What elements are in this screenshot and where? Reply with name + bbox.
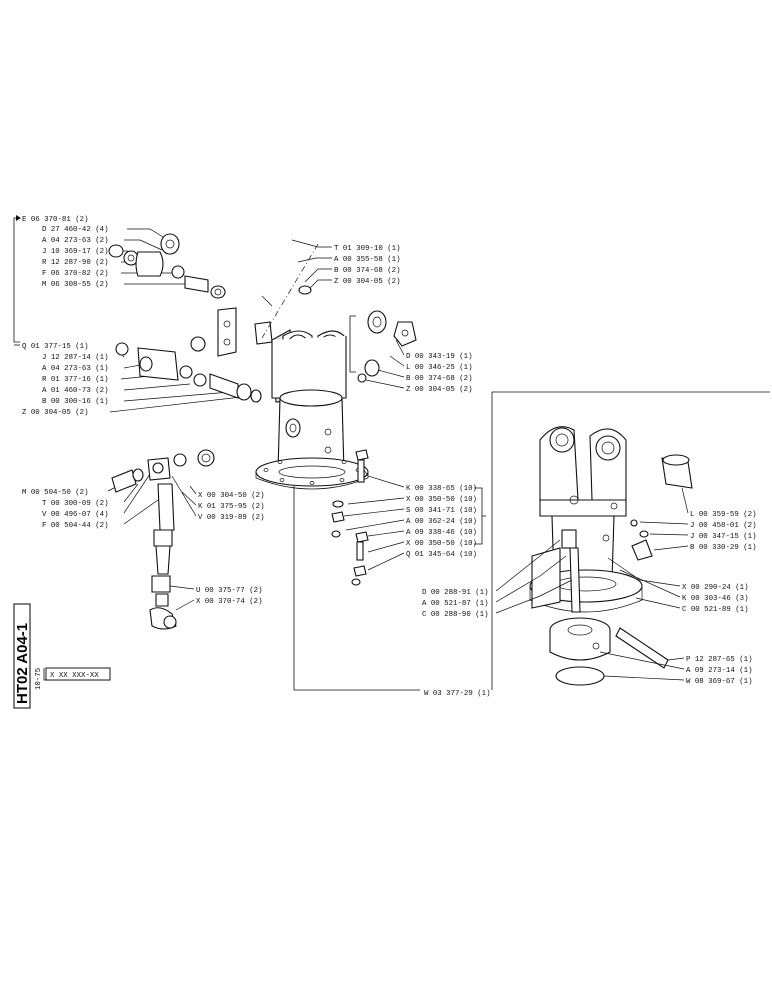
drawing-date: 10-75 (35, 668, 43, 690)
title-stamp: HT02 A04-1 10-75 X XX XXX-XX (13, 603, 111, 709)
callout-m-00-504-50: M 00 504-50 (2) (22, 489, 89, 497)
drawing-code: HT02 A04-1 (14, 623, 31, 704)
callout-k-01-375-95: K 01 375-95 (2) (198, 503, 265, 511)
callout-b-00-374-68-b: B 00 374-68 (2) (406, 375, 473, 383)
callout-j-00-458-01: J 00 458-01 (2) (690, 522, 757, 530)
leader-lines-box-bottom (599, 651, 685, 681)
callout-k-00-303-46: K 00 303-46 (3) (682, 595, 749, 603)
callout-r-01-377-16: R 01 377-16 (1) (42, 376, 109, 384)
pin-retainer-parts (357, 310, 417, 389)
callout-p-12-287-65: P 12 287-65 (1) (686, 656, 753, 664)
ring-pin-detail (549, 617, 669, 686)
hydraulic-fittings (111, 449, 215, 630)
callout-c-00-288-90: C 00 288-90 (1) (422, 611, 489, 619)
bushing-detail (630, 454, 693, 561)
callout-a-00-521-87: A 00 521-87 (1) (422, 600, 489, 608)
fitting-assembly-mid (115, 336, 262, 403)
callout-x-00-350-50-b: X 00 350-50 (10) (406, 540, 477, 548)
leader-lines-box-right (639, 487, 689, 551)
callout-d-00-343-19: D 00 343-19 (1) (406, 353, 473, 361)
callout-k-00-338-65: K 00 338-65 (10) (406, 485, 477, 493)
leader-lines-top (291, 239, 332, 295)
callout-f-00-504-44: F 00 504-44 (2) (42, 522, 109, 530)
callout-w-03-377-29: W 03 377-29 (1) (424, 690, 491, 698)
callout-x-00-350-50: X 00 350-50 (10) (406, 496, 477, 504)
callout-j-10-369-17: J 10 369-17 (2) (42, 248, 109, 256)
leader-lines-lower-left (169, 585, 195, 611)
callout-z-00-304-05-c: Z 00 304-05 (2) (406, 386, 473, 394)
callout-t-01-309-10: T 01 309-10 (1) (334, 245, 401, 253)
callout-w-08-369-67: W 08 369-67 (1) (686, 678, 753, 686)
leader-lines-box-left (495, 539, 573, 614)
callout-u-00-375-77: U 00 375-77 (2) (196, 587, 263, 595)
callout-l-00-359-59: L 00 359-59 (2) (690, 511, 757, 519)
callout-d-00-288-91: D 00 288-91 (1) (422, 589, 489, 597)
callout-e-06-370-81: E 06 370-81 (2) (22, 216, 89, 224)
callout-v-00-496-07: V 00 496-07 (4) (42, 511, 109, 519)
callout-a-01-460-73: A 01 460-73 (2) (42, 387, 109, 395)
callout-v-00-319-89: V 00 319-89 (2) (198, 514, 265, 522)
callout-a-09-338-46: A 09 338-46 (10) (406, 529, 477, 537)
slewing-column (255, 243, 369, 490)
reference-box: X XX XXX-XX (50, 672, 99, 680)
flange-bolt-set (331, 449, 369, 586)
leader-lines-box-mid (607, 557, 681, 609)
callout-a-04-273-63: A 04 273-63 (2) (42, 237, 109, 245)
callout-f-06-370-82: F 06 370-82 (2) (42, 270, 109, 278)
callout-a-04-273-63-b: A 04 273-63 (1) (42, 365, 109, 373)
callout-r-12-287-90: R 12 287-90 (2) (42, 259, 109, 267)
callout-l-00-346-25: L 00 346-25 (1) (406, 364, 473, 372)
callout-q-01-345-64: Q 01 345-64 (10) (406, 551, 477, 559)
clevis-detail (529, 426, 643, 613)
callout-c-00-521-89: C 00 521-89 (1) (682, 606, 749, 614)
leader-lines-bolts (343, 469, 486, 571)
callout-a-00-355-58: A 00 355-58 (1) (334, 256, 401, 264)
callout-d-27-460-42: D 27 460-42 (4) (42, 226, 109, 234)
callout-b-00-300-16: B 00 300-16 (1) (42, 398, 109, 406)
callout-t-00-300-09: T 00 300-09 (2) (42, 500, 109, 508)
callout-a-00-362-24: A 00 362-24 (10) (406, 518, 477, 526)
callout-j-00-347-15: J 00 347-15 (1) (690, 533, 757, 541)
callout-z-00-304-05-top: Z 00 304-05 (2) (334, 278, 401, 286)
detail-box-frame (293, 391, 770, 691)
callout-x-00-370-74: X 00 370-74 (2) (196, 598, 263, 606)
callout-z-00-304-05: Z 00 304-05 (2) (22, 409, 89, 417)
lock-plate (217, 295, 273, 357)
fitting-assembly-top (108, 233, 226, 299)
callout-m-06-308-55: M 06 308-55 (2) (42, 281, 109, 289)
callout-a-09-273-14: A 09 273-14 (1) (686, 667, 753, 675)
bracket-group-a (13, 215, 21, 343)
callout-x-00-290-24: X 00 290-24 (1) (682, 584, 749, 592)
callout-b-00-330-29: B 00 330-29 (1) (690, 544, 757, 552)
callout-x-00-304-50: X 00 304-50 (2) (198, 492, 265, 500)
callout-q-01-377-15: Q 01 377-15 (1) (22, 343, 89, 351)
callout-j-12-287-14: J 12 287-14 (1) (42, 354, 109, 362)
callout-b-00-374-68: B 00 374-68 (2) (334, 267, 401, 275)
leader-lines-mid-c (171, 475, 197, 517)
callout-s-00-341-71: S 00 341-71 (10) (406, 507, 477, 515)
bracket-upper-right (349, 315, 356, 373)
